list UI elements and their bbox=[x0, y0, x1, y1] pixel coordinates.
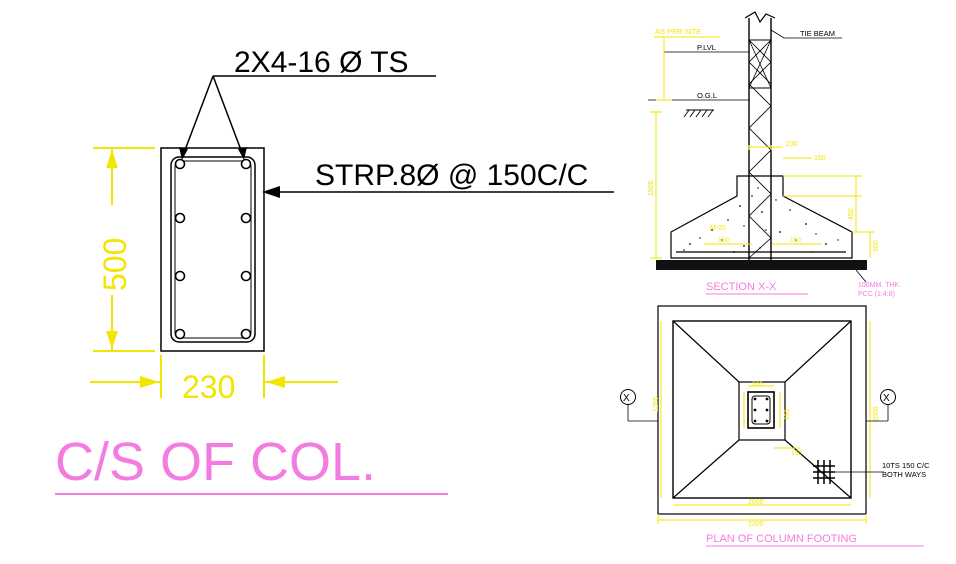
rebar-circle bbox=[240, 158, 252, 170]
plan-dimensions bbox=[657, 321, 871, 524]
edge-depth-dim: 300 bbox=[873, 240, 880, 252]
rebar-note-2: BOTH WAYS bbox=[882, 470, 926, 479]
pcc-note-2: PCC (1:4:8) bbox=[858, 291, 895, 298]
width-dim-label: 230 bbox=[182, 369, 235, 405]
pedestal-outline bbox=[738, 381, 786, 441]
column-plan-stirrup bbox=[751, 395, 771, 425]
pcc-outline bbox=[657, 305, 867, 515]
bottom-dim-outer: 2200 bbox=[748, 521, 764, 528]
main-bars-leader bbox=[181, 75, 436, 159]
bottom-dim-right: 150 bbox=[790, 237, 801, 244]
concrete-speckle bbox=[683, 187, 839, 253]
section-marker-right-label: X bbox=[883, 393, 890, 404]
plan-offset-dim: 150 bbox=[791, 450, 802, 457]
side-dim-left: 1200 bbox=[653, 396, 660, 412]
section-marker-left bbox=[620, 389, 636, 405]
rebar-note-1: 10TS 150 C/C bbox=[882, 461, 930, 470]
column-plan-bars bbox=[753, 397, 769, 423]
ogl-label: O.G.L bbox=[697, 91, 717, 100]
column-box-dim: 300 bbox=[752, 381, 763, 388]
depth-dim-label: 500 bbox=[97, 238, 133, 291]
rebar-circle bbox=[240, 328, 252, 340]
column-section-title: C/S OF COL. bbox=[55, 432, 376, 492]
column-outline bbox=[160, 147, 265, 352]
rebar-circle bbox=[174, 158, 186, 170]
dim-arrowhead bbox=[106, 331, 118, 349]
bottom-dim-left: 150 bbox=[718, 237, 729, 244]
main-bars bbox=[174, 158, 252, 340]
column-depth-dim: 650 bbox=[784, 409, 791, 420]
column-cross-section: 2X4-16 Ø TS STRP.8Ø @ 150C/C 500 230 C/S… bbox=[55, 46, 614, 495]
column-width-dim: 230 bbox=[786, 141, 798, 148]
dim-arrowhead bbox=[266, 376, 285, 388]
pcc-bed bbox=[656, 260, 867, 270]
as-per-site-dimension bbox=[650, 36, 720, 259]
section-dimensions bbox=[704, 145, 874, 258]
as-per-site-label: AS PER SITE bbox=[655, 27, 701, 36]
ground-symbol bbox=[683, 109, 714, 118]
depth-dim-label: 1500 bbox=[648, 180, 655, 196]
tie-beam-box bbox=[748, 39, 772, 89]
dim-arrowhead bbox=[140, 376, 159, 388]
bottom-dim-inner: 2000 bbox=[748, 499, 764, 506]
side-dim-right: 2000 bbox=[873, 406, 880, 422]
section-xx-title: SECTION X-X bbox=[706, 281, 777, 293]
stirrup-outer bbox=[170, 156, 256, 343]
plan-footing: 300 650 150 1200 2000 2000 2200 X X 10TS… bbox=[620, 305, 930, 547]
slope-depth-dim: 450 bbox=[848, 208, 855, 220]
rebar-grid-symbol bbox=[813, 460, 835, 484]
stirrup-note: STRP.8Ø @ 150C/C bbox=[315, 159, 588, 192]
leader-arrowhead bbox=[179, 147, 188, 160]
leader-arrowhead bbox=[262, 186, 280, 198]
rebar-circle bbox=[240, 212, 252, 224]
break-line bbox=[744, 11, 776, 24]
dim-arrowhead bbox=[106, 150, 118, 168]
concrete-grade: M-20 bbox=[710, 225, 726, 232]
tie-beam-label: TIE BEAM bbox=[800, 29, 835, 38]
section-marker-left-label: X bbox=[623, 393, 630, 404]
column-plan bbox=[747, 391, 775, 429]
plinth-level-label: P.LVL bbox=[697, 43, 716, 52]
rebar-circle bbox=[174, 328, 186, 340]
leader-arrowhead bbox=[238, 147, 247, 160]
footing-profile bbox=[670, 175, 853, 259]
section-xx: TIE BEAM P.LVL O.G.L AS PER SITE 1500 bbox=[648, 11, 901, 298]
offset-dim: 150 bbox=[814, 155, 826, 162]
section-marker-right bbox=[880, 389, 896, 405]
rebar-circle bbox=[174, 270, 186, 282]
main-bars-note: 2X4-16 Ø TS bbox=[234, 46, 409, 79]
pcc-note-1: 100MM. THK. bbox=[858, 282, 901, 289]
plan-title: PLAN OF COLUMN FOOTING bbox=[706, 533, 857, 545]
rebar-circle bbox=[240, 270, 252, 282]
footing-outline bbox=[672, 320, 852, 499]
stirrup-inner bbox=[174, 160, 252, 339]
rebar-circle bbox=[174, 212, 186, 224]
